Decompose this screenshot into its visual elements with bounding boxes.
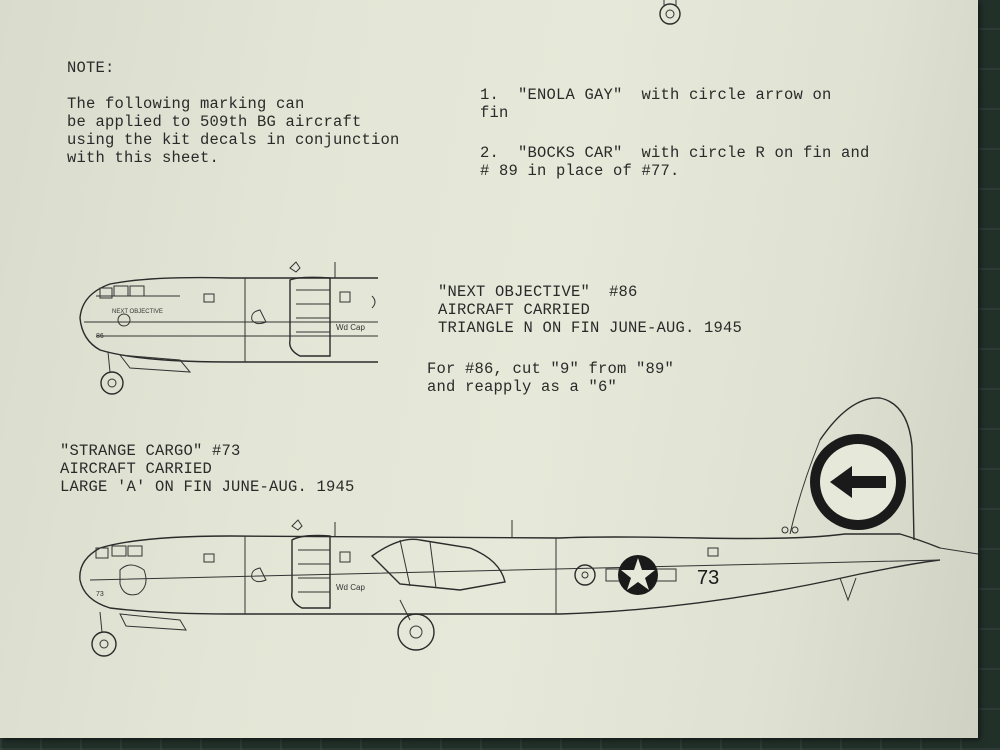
- note-line-4: with this sheet.: [67, 149, 220, 167]
- list-item-1-line-1: 1. "ENOLA GAY" with circle arrow on: [480, 86, 832, 104]
- strange-cargo-line-3: LARGE 'A' ON FIN JUNE-AUG. 1945: [60, 478, 355, 496]
- tail-number: 73: [697, 567, 719, 589]
- next-objective-line-2: AIRCRAFT CARRIED: [438, 301, 591, 319]
- full-aircraft-drawing-strange-cargo: 73 73 Wd Cap: [79, 397, 978, 657]
- note-line-2: be applied to 509th BG aircraft: [67, 113, 362, 131]
- aircraft-drawings: NEXT OBJECTIVE 86 Wd Cap: [79, 0, 978, 657]
- nose-drawing-next-objective: NEXT OBJECTIVE 86 Wd Cap: [79, 261, 378, 395]
- list-item-2-line-2: # 89 in place of #77.: [480, 162, 680, 180]
- list-item-2-line-1: 2. "BOCKS CAR" with circle R on fin and: [480, 144, 870, 162]
- instruction-sheet: NOTE: The following marking can be appli…: [0, 0, 978, 738]
- engine-label-top: Wd Cap: [336, 323, 365, 332]
- next-objective-line-3: TRIANGLE N ON FIN JUNE-AUG. 1945: [438, 319, 743, 337]
- nose-number-small: 73: [96, 591, 104, 598]
- list-item-1-line-2: fin: [480, 104, 509, 122]
- note-line-1: The following marking can: [67, 95, 305, 113]
- engine-label-bottom: Wd Cap: [336, 583, 365, 592]
- strange-cargo-line-2: AIRCRAFT CARRIED: [60, 460, 213, 478]
- top-wheel-fragment: [659, 0, 681, 25]
- cut-note-line-1: For #86, cut "9" from "89": [427, 360, 675, 378]
- note-line-3: using the kit decals in conjunction: [67, 131, 400, 149]
- note-heading: NOTE:: [67, 59, 115, 77]
- nose-art-label-top: NEXT OBJECTIVE: [112, 309, 163, 315]
- nose-number-top: 86: [96, 333, 104, 340]
- strange-cargo-line-1: "STRANGE CARGO" #73: [60, 442, 241, 460]
- next-objective-line-1: "NEXT OBJECTIVE" #86: [438, 283, 638, 301]
- cut-note-line-2: and reapply as a "6": [427, 378, 618, 396]
